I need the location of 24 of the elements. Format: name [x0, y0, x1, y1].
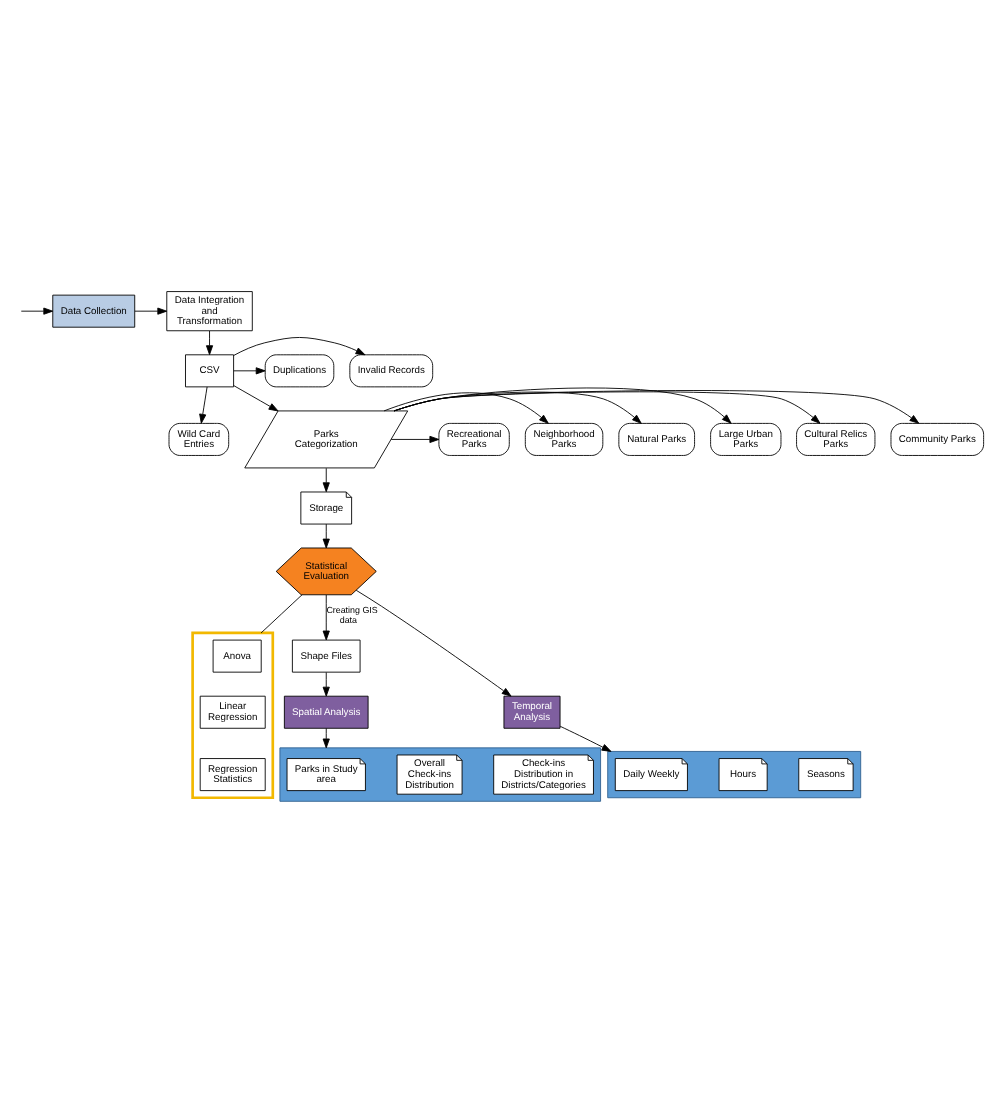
- arrow: [390, 435, 440, 443]
- cluster: [279, 747, 602, 802]
- cluster: [607, 751, 862, 799]
- arrow: [355, 589, 512, 697]
- arrow: [199, 386, 208, 424]
- arrow: [233, 385, 279, 412]
- arrow: [322, 467, 330, 493]
- cluster: [191, 631, 275, 800]
- arrow: [383, 392, 549, 424]
- connector: [260, 594, 303, 634]
- arrow: [134, 307, 168, 315]
- arrow: [322, 727, 330, 749]
- arrow: [322, 594, 330, 641]
- arrow: [393, 391, 642, 424]
- arrow: [206, 330, 214, 356]
- arrow: [393, 391, 821, 424]
- arrow: [322, 523, 330, 549]
- arrow: [20, 307, 54, 315]
- arrow: [233, 337, 366, 356]
- arrow: [393, 387, 732, 424]
- arrow: [559, 725, 612, 752]
- arrow: [393, 390, 920, 424]
- arrow: [233, 367, 266, 375]
- arrow: [322, 672, 330, 697]
